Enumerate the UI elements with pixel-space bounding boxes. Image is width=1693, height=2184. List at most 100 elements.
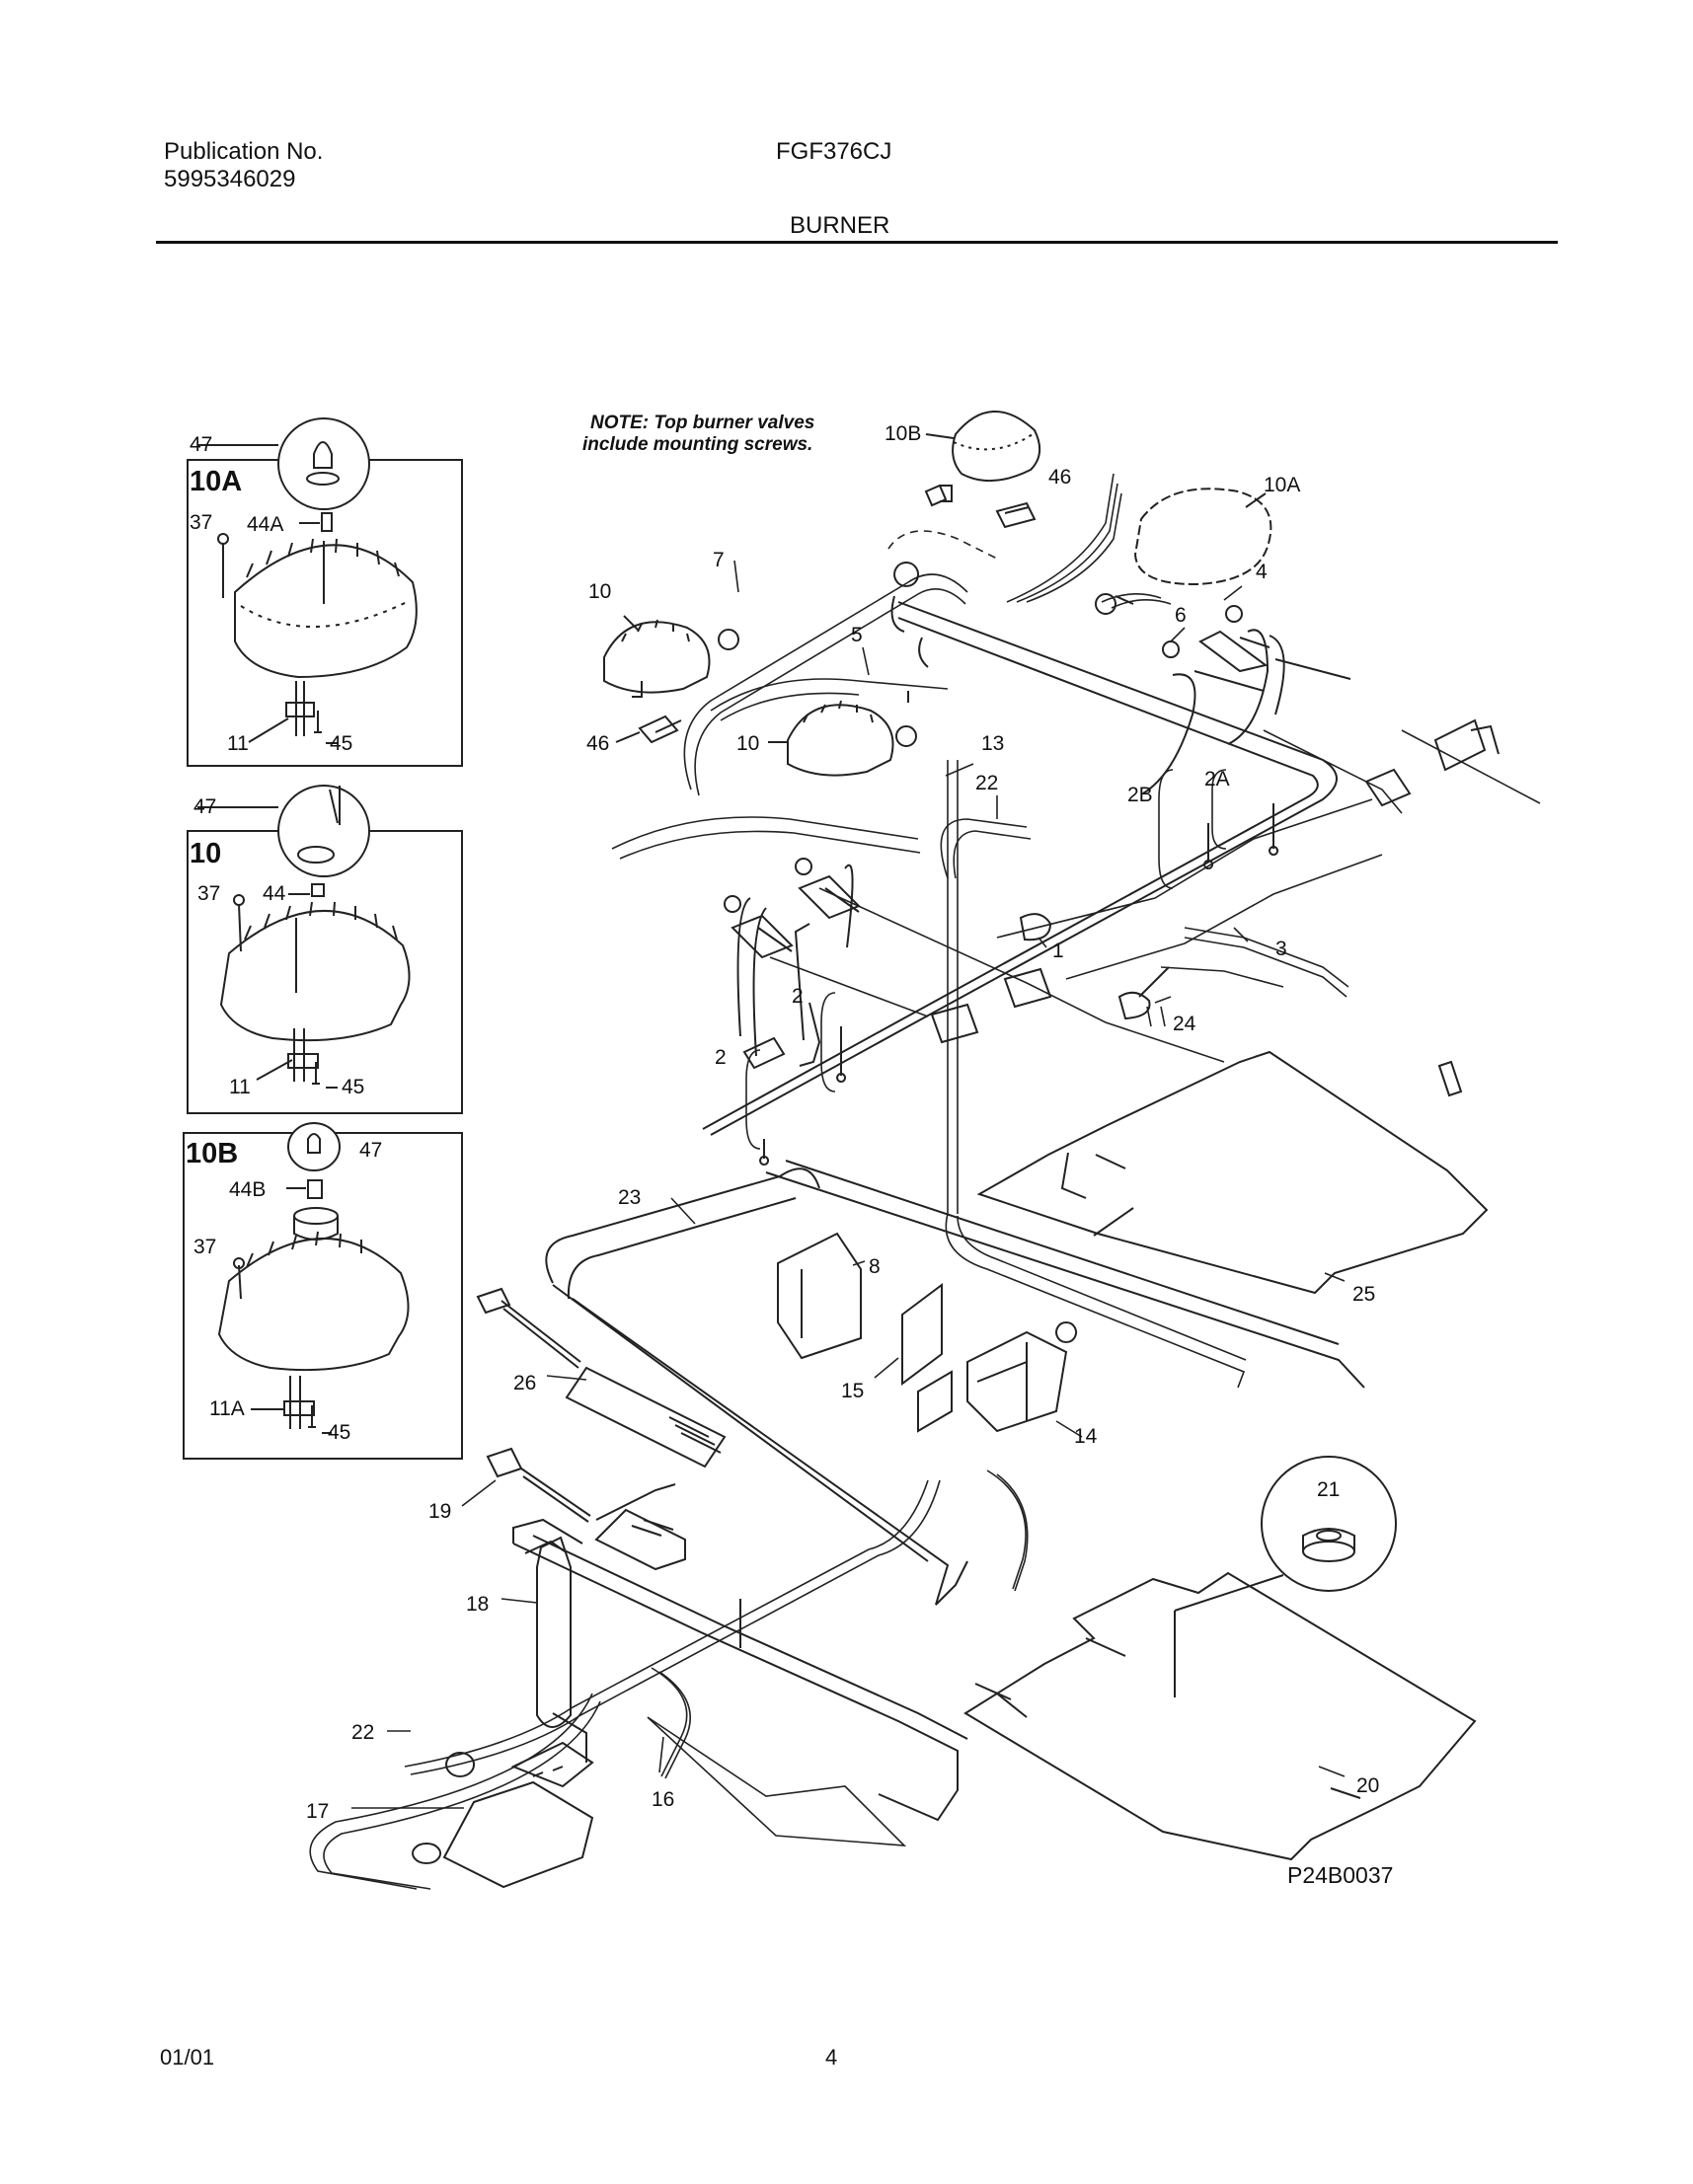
callout-25: 25	[1352, 1283, 1375, 1306]
inset-10a-label-44a: 44A	[247, 513, 283, 536]
callout-21: 21	[1317, 1478, 1340, 1501]
pressure-regulator-14	[966, 1321, 1078, 1433]
rear-manifold	[765, 1160, 1365, 1389]
callout-22-lower: 22	[351, 1721, 374, 1744]
inset-10a-title: 10A	[190, 466, 242, 497]
inset-10b-orifice	[283, 1376, 315, 1429]
valve-stems	[1019, 913, 1170, 1020]
callout-5: 5	[851, 624, 863, 646]
orifice-hoods	[724, 593, 1243, 913]
callout-6: 6	[1175, 604, 1187, 627]
callout-8: 8	[869, 1255, 881, 1278]
inset-10-label-47: 47	[193, 795, 216, 818]
inset-10a-label-47: 47	[190, 433, 212, 456]
diagram-code: P24B0037	[1287, 1862, 1393, 1888]
callout-4: 4	[1256, 561, 1268, 583]
callout-18: 18	[466, 1593, 489, 1616]
callout-14: 14	[1074, 1425, 1098, 1448]
inset-10-label-11: 11	[229, 1076, 251, 1098]
burner-box-20	[963, 1571, 1477, 1861]
footer-page-number: 4	[825, 2045, 838, 2070]
footer-date: 01/01	[160, 2045, 215, 2070]
inset-10-orifice	[287, 1028, 319, 1082]
callout-46-top: 46	[1048, 466, 1071, 489]
callout-2a: 2A	[1204, 768, 1230, 791]
inset-10a-label-37: 37	[190, 511, 212, 534]
inset-10a-label-45: 45	[330, 732, 352, 755]
inset-10b-cap-circle	[287, 1122, 341, 1171]
callout-22-top: 22	[975, 772, 998, 794]
callout-7: 7	[713, 549, 725, 571]
main-feed-pipe	[545, 1167, 968, 1606]
callout-3: 3	[1275, 938, 1287, 960]
inset-10b-label-47: 47	[359, 1139, 382, 1162]
callout-16: 16	[652, 1788, 674, 1811]
gas-tubing	[309, 473, 1349, 1890]
inset-10b-label-37: 37	[193, 1236, 216, 1258]
inset-10b-label-44b: 44B	[229, 1178, 266, 1201]
callout-20: 20	[1356, 1774, 1379, 1797]
callout-10-left: 10	[588, 580, 611, 603]
callout-10-center: 10	[736, 732, 759, 755]
screws	[759, 803, 1279, 1166]
clip-46-left	[638, 715, 682, 744]
callout-1: 1	[1052, 940, 1064, 962]
terminal-blocks	[930, 718, 1487, 1044]
callout-26: 26	[513, 1372, 536, 1394]
publication-label: Publication No.	[164, 138, 324, 165]
inset-10b-label-11a: 11A	[209, 1397, 245, 1420]
callout-23: 23	[618, 1186, 641, 1209]
top-burner-10-center	[768, 700, 917, 777]
inset-10-label-37: 37	[197, 882, 220, 905]
top-burner-10b	[924, 410, 1041, 507]
top-burner-10a	[1133, 488, 1272, 586]
inset-10-cap-circle	[277, 785, 370, 877]
callout-15: 15	[841, 1380, 864, 1402]
inset-10a-orifice	[285, 681, 315, 736]
note-line-1: NOTE: Top burner valves	[590, 413, 814, 433]
spark-ignitor-26	[476, 1287, 727, 1469]
inset-10a-cap-circle	[277, 417, 370, 510]
gas-valve-18	[524, 1536, 572, 1728]
inset-10a-cap	[321, 512, 333, 532]
callout-24: 24	[1173, 1013, 1196, 1035]
callout-10b: 10B	[885, 422, 921, 445]
inset-10	[187, 785, 463, 1114]
callout-10a: 10A	[1264, 474, 1300, 496]
inset-10-cap	[311, 883, 325, 897]
section-title: BURNER	[790, 212, 890, 239]
inset-10b-burner-head	[217, 1237, 410, 1372]
burner-tray-25	[976, 1050, 1489, 1295]
inset-10a-burner-head	[234, 544, 418, 679]
ignitor-harness	[769, 729, 1541, 1063]
callout-17: 17	[306, 1800, 329, 1823]
wire-harness-19	[486, 1447, 686, 1571]
inset-10b-cap	[307, 1179, 323, 1199]
ignitor-electrodes	[731, 629, 1351, 1057]
inset-10b-label-45: 45	[328, 1421, 350, 1444]
inset-10a-label-11: 11	[227, 732, 249, 755]
note-line-2: include mounting screws.	[582, 434, 812, 455]
inset-10-label-45: 45	[342, 1076, 364, 1098]
lower-rail	[512, 1518, 968, 1822]
brackets-misc	[742, 724, 1500, 1199]
inset-10b	[183, 1122, 463, 1460]
callout-2-lower: 2	[715, 1046, 727, 1069]
leader-lines	[351, 560, 1346, 1809]
inset-10-burner-head	[219, 909, 411, 1042]
clip-46-top	[995, 501, 1037, 529]
header-rule	[156, 241, 1558, 244]
publication-number: 5995346029	[164, 166, 296, 192]
inset-21-grommet	[1174, 1456, 1397, 1697]
inset-10a	[187, 417, 463, 767]
inset-10-label-44: 44	[263, 882, 286, 905]
inset-10-title: 10	[190, 838, 221, 869]
callout-2-upper: 2	[792, 985, 804, 1008]
spark-module-8	[777, 1232, 862, 1360]
callout-13: 13	[981, 732, 1004, 755]
bracket-15	[901, 1283, 953, 1433]
model-number: FGF376CJ	[776, 138, 892, 165]
inset-10b-title: 10B	[186, 1138, 238, 1169]
top-burner-10-left	[603, 615, 739, 698]
